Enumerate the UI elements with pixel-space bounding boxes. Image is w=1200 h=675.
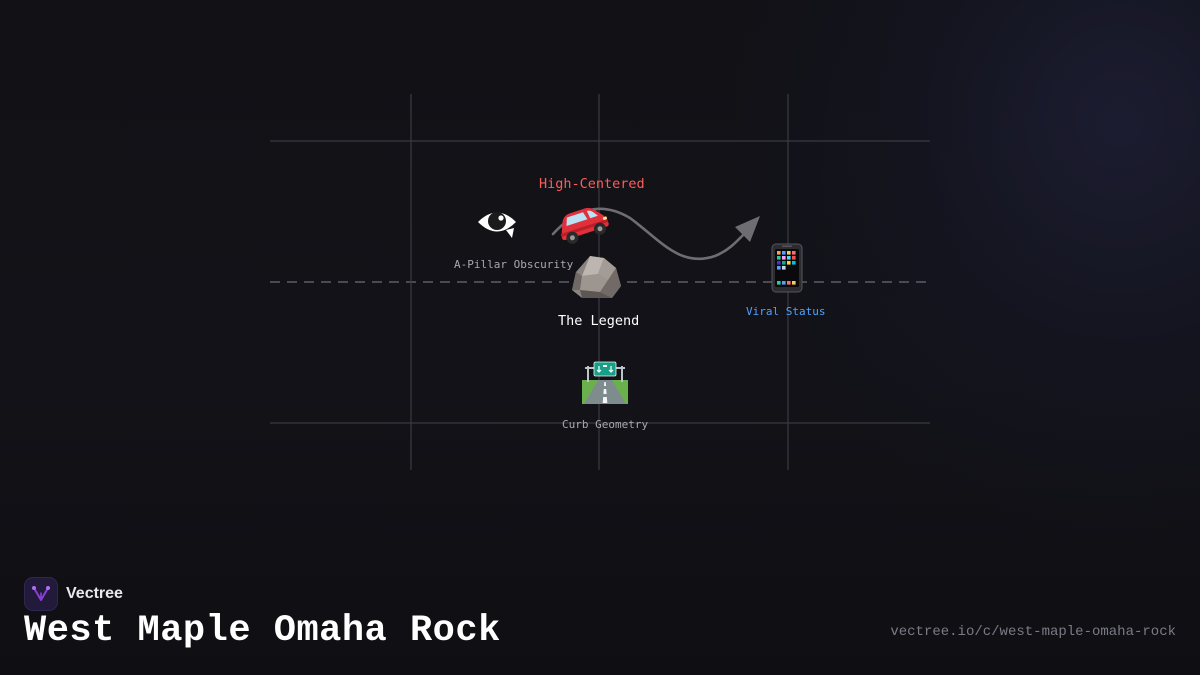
flow-arrow-head xyxy=(735,216,760,242)
vectree-logo-icon xyxy=(24,577,58,611)
car-icon xyxy=(553,197,611,247)
node-label-viral: Viral Status xyxy=(746,305,826,318)
phone-icon xyxy=(771,243,803,293)
node-label-high-centered: High-Centered xyxy=(539,176,645,192)
node-label-legend: The Legend xyxy=(558,313,640,329)
page-title: West Maple Omaha Rock xyxy=(24,610,501,652)
road-icon xyxy=(582,360,628,404)
node-label-a-pillar: A-Pillar Obscurity xyxy=(454,258,574,271)
node-label-curb: Curb Geometry xyxy=(562,418,649,431)
brand-name: Vectree xyxy=(66,585,123,602)
page-url[interactable]: vectree.io/c/west-maple-omaha-rock xyxy=(890,624,1176,640)
brand: Vectree xyxy=(24,577,123,611)
rock-icon xyxy=(568,250,624,302)
eye-icon xyxy=(476,204,518,240)
